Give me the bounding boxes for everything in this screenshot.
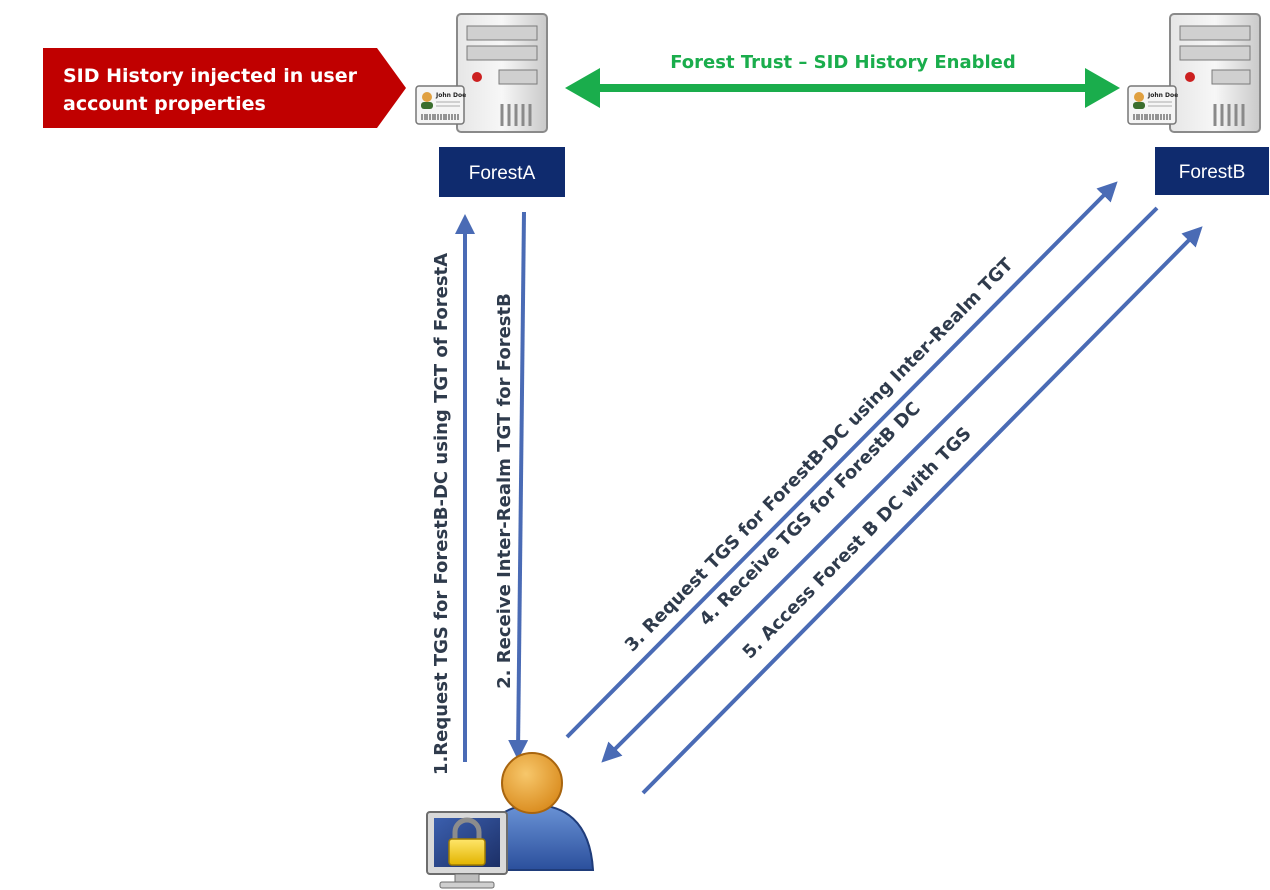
forest-trust-label: Forest Trust – SID History Enabled [670,52,1016,73]
id-card-name-a: John Doe [435,92,466,99]
id-card-icon-b: John Doe [1127,85,1178,125]
lock-icon [448,817,486,866]
forest-b-label: ForestB [1179,162,1246,183]
step-3-arrow [565,181,1118,739]
step-1-label: 1.Request TGS for ForestB-DC using TGT o… [431,253,452,775]
callout-line-2: account properties [63,93,266,115]
forest-b-server-icon [1169,13,1261,133]
step-5-arrow [641,226,1203,795]
forest-b-node: ForestB [1153,145,1270,197]
forest-a-node: ForestA [437,145,567,199]
step-4-arrow [601,206,1159,763]
id-card-icon-a: John Doe [415,85,466,125]
step-2-arrow [508,211,529,760]
id-card-name-b: John Doe [1147,92,1178,99]
callout-shape [43,48,406,128]
step-2-label: 2. Receive Inter-Realm TGT for ForestB [494,293,515,689]
forest-a-server-icon [456,13,548,133]
callout-line-1: SID History injected in user [63,65,358,87]
step-arrows [455,181,1203,795]
forest-a-label: ForestA [469,163,536,184]
user-workstation-icon [426,752,595,889]
sid-history-callout: SID History injected in user account pro… [43,48,406,128]
forest-trust-arrow: Forest Trust – SID History Enabled [565,52,1120,108]
